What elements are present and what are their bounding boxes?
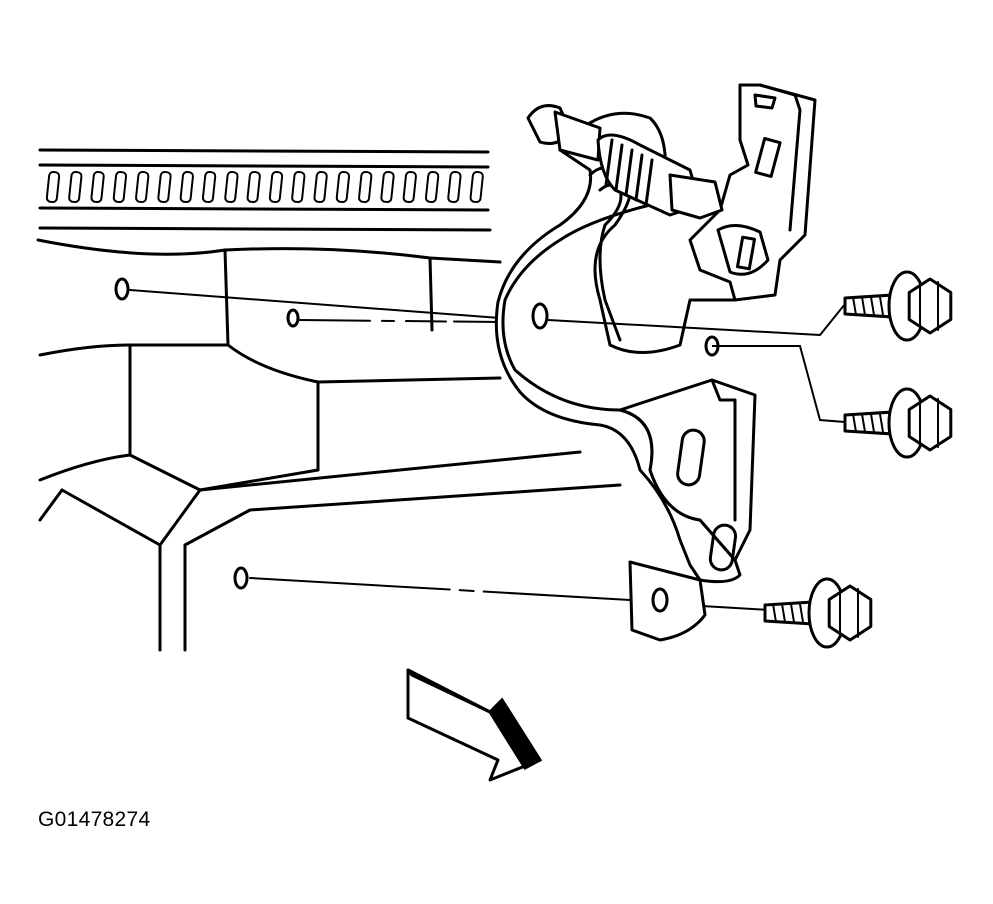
mounting-hole [116, 279, 128, 299]
grille-slot [247, 172, 260, 203]
hinge-bracket [496, 85, 815, 640]
grille-slots [46, 172, 483, 203]
grille-slot [269, 172, 282, 203]
bracket-slot [709, 524, 737, 572]
mounting-hole [653, 589, 667, 611]
grille-slot [470, 172, 483, 203]
grille-slot [113, 172, 126, 203]
grille-slot [381, 172, 394, 203]
bracket-slot [737, 237, 754, 269]
grille-slot [403, 172, 416, 203]
grille-slot [426, 172, 439, 203]
grille-slot [136, 172, 149, 203]
figure-code: G01478274 [38, 808, 151, 831]
grille-slot [158, 172, 171, 203]
grille-slot [448, 172, 461, 203]
grille-slot [180, 172, 193, 203]
flange-bolt-icon [845, 389, 951, 457]
bolts [765, 272, 951, 647]
grille-slot [314, 172, 327, 203]
direction-arrow-icon [408, 670, 540, 780]
hinge-pin [528, 106, 722, 218]
bracket-slot [756, 139, 781, 177]
grille-slot [359, 172, 372, 203]
body-panel [38, 150, 620, 650]
grille-slot [336, 172, 349, 203]
flange-bolt-icon [845, 272, 951, 340]
grille-slot [225, 172, 238, 203]
mounting-hole [235, 568, 247, 588]
flange-bolt-icon [765, 579, 871, 647]
grille-slot [69, 172, 82, 203]
mounting-hole [533, 304, 547, 328]
grille-slot [292, 172, 305, 203]
mounting-hole [706, 337, 718, 355]
grille-slot [91, 172, 104, 203]
grille-slot [203, 172, 216, 203]
bracket-slot [676, 429, 705, 487]
grille-slot [46, 172, 59, 203]
alignment-lines [130, 290, 845, 610]
mounting-hole [288, 310, 298, 326]
